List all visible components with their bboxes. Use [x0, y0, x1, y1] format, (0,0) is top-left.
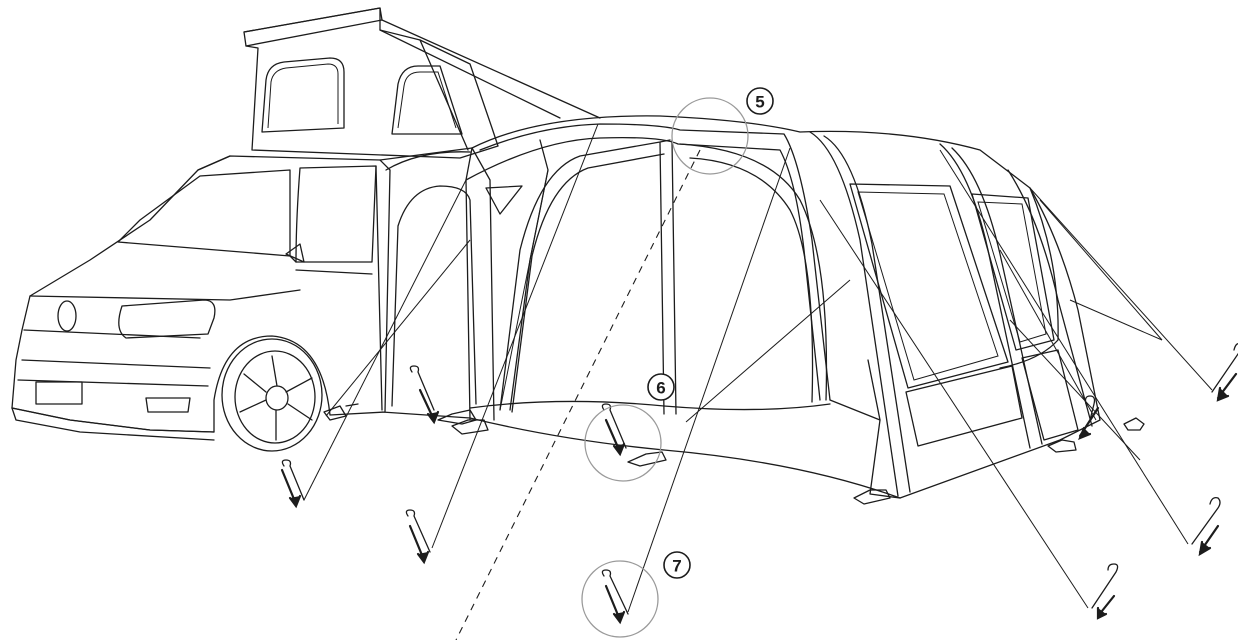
- side-window-1: [849, 183, 1009, 389]
- side-window-2: [971, 193, 1055, 351]
- badge-6: 6: [647, 373, 675, 401]
- badge-5: 5: [746, 87, 774, 115]
- badge-7: 7: [663, 551, 691, 579]
- peg-brackets: [323, 403, 1145, 505]
- peg-1: [280, 459, 305, 509]
- wheel-outer: [221, 338, 323, 452]
- awning-base: [381, 411, 901, 499]
- awning-tent: [379, 115, 1101, 499]
- front-door-arch: [499, 139, 671, 411]
- peg-6: [1078, 395, 1100, 440]
- triangle-vent: [485, 185, 523, 215]
- badge-5-label: 5: [755, 93, 764, 112]
- badge-7-label: 7: [672, 557, 681, 576]
- pegs: [280, 343, 1238, 625]
- peg-9: [1211, 343, 1238, 402]
- vw-badge: [57, 300, 77, 332]
- wheel-spokes: [239, 355, 313, 441]
- headlight: [118, 299, 216, 339]
- van-body: [11, 155, 391, 433]
- alignment-dashed-line: [455, 149, 701, 640]
- air-beam-side-2: [939, 143, 1031, 449]
- side-window: [295, 165, 377, 263]
- awning-roof: [471, 115, 1101, 499]
- peg-3: [405, 509, 431, 565]
- peg-2: [409, 365, 440, 425]
- callout-circle-5: [671, 97, 749, 175]
- windscreen: [117, 169, 291, 257]
- callout-circles: [581, 97, 749, 638]
- peg-8: [1191, 496, 1221, 557]
- peg-4: [601, 403, 627, 457]
- callout-circle-7: [581, 560, 659, 638]
- tunnel-door: [391, 185, 477, 407]
- number-plate: [35, 381, 83, 405]
- peg-5: [601, 569, 629, 625]
- peg-7: [1091, 563, 1119, 620]
- callout-circle-6: [584, 404, 662, 482]
- pop-top-window-left: [261, 57, 345, 133]
- air-beam-front: [479, 123, 831, 401]
- badge-6-label: 6: [656, 379, 665, 398]
- pop-top-roof: [243, 7, 499, 159]
- campervan: [11, 7, 601, 452]
- pop-top-window-right: [391, 65, 463, 135]
- guy-lines: [303, 123, 1213, 613]
- air-beam-side-1: [809, 131, 899, 497]
